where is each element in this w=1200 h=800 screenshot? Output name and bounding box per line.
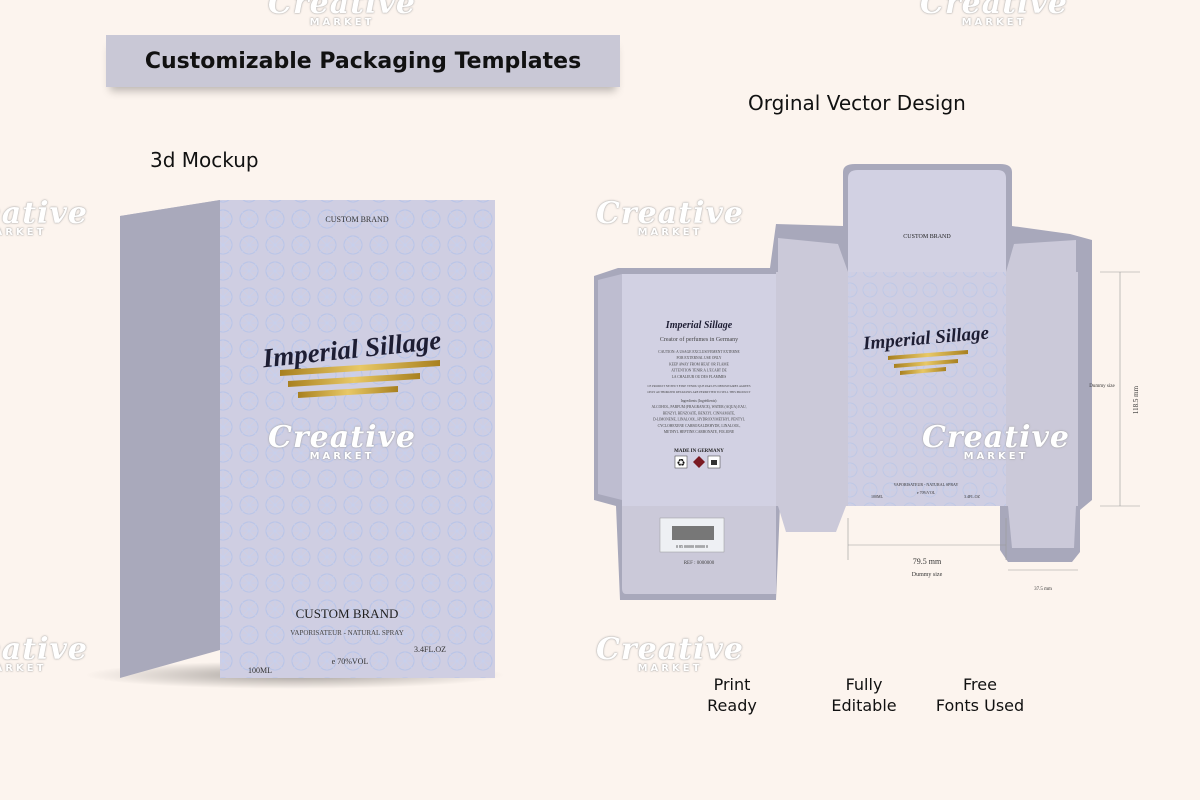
dim-depth: 37.5 mm (1034, 587, 1052, 592)
recycle-icons: ♻ (674, 455, 721, 469)
dim-width-note: Dummy size (912, 572, 943, 578)
dim-height-note: Dummy size (1089, 384, 1115, 389)
back-text-line: KEEP AWAY FROM HEAT OR FLAME (669, 362, 729, 366)
svg-text:♻: ♻ (677, 458, 686, 469)
back-text-line: ATTENTION TENIR A L'ECART DE (671, 369, 727, 373)
box-side (120, 200, 220, 678)
back-text-line: ALCOHOL, PARFUM (FRAGRANCE), WATER (AQUA… (651, 405, 746, 410)
back-text-line: METHYL HEPTINE CARBONATE, FOLIONE (664, 430, 735, 435)
box-ml: 100ML (248, 666, 272, 675)
feature-line: Free (963, 675, 997, 694)
ref-number: REF : 0000000 (684, 561, 715, 566)
dimension-lines (847, 271, 1140, 571)
back-text-line: Ingredients (Ingrédients): (681, 399, 718, 403)
barcode-number: 0 85 00000 00000 0 (676, 544, 708, 549)
feature-line: Fully (845, 675, 883, 694)
back-text-line: ONLY AUTHORIZED RETAILERS ARE PERMITTED … (647, 390, 750, 394)
top-flap (848, 170, 1006, 272)
feature-line: Editable (831, 696, 897, 715)
vector-label: Orginal Vector Design (748, 91, 966, 115)
back-text-line: LA CHALEUR OU DES FLAMMES (672, 375, 727, 379)
back-text-line: FOR EXTERNAL USE ONLY (677, 356, 722, 360)
back-text-lines: CAUTION: A USAGE EXCLUSIVEMENT EXTERNE FO… (647, 350, 750, 435)
feature-line: Print (713, 675, 751, 694)
front-spray: VAPORISATEUR - NATURAL SPRAY (894, 482, 959, 487)
box-brand-bottom: CUSTOM BRAND (296, 606, 399, 621)
box-vol: e 70%VOL (332, 657, 369, 666)
front-oz: 3.4FL.OZ (964, 494, 981, 499)
box-mockup: CUSTOM BRAND Imperial Sillage CUSTOM BRA… (85, 200, 505, 689)
top-flap-brand: CUSTOM BRAND (903, 234, 951, 240)
gold-stripes (280, 360, 440, 398)
back-subtitle: Creator of perfumes in Germany (660, 336, 738, 343)
title-banner: Customizable Packaging Templates (106, 35, 620, 87)
back-text-line: CYCLOHEXENE CARBOXALDEHYDE, LINALOOL, (658, 424, 741, 429)
made-in: MADE IN GERMANY (674, 449, 724, 454)
dim-width: 79.5 mm (913, 557, 942, 566)
box-spray: VAPORISATEUR - NATURAL SPRAY (290, 629, 404, 637)
dieline: CUSTOM BRAND Imperial Sillage Creator of… (594, 164, 1140, 600)
back-text-line: BENZYL BENZOATE, BENZYL CINNAMATE, (663, 411, 735, 416)
box-top-brand: CUSTOM BRAND (325, 215, 388, 224)
dim-height: 118.5 mm (1132, 385, 1140, 414)
back-text-line: CE PRODUIT NE PEUT ETRE VENDU QUE PAR LE… (648, 384, 751, 388)
feature-free-fonts: Free Fonts Used (925, 674, 1035, 716)
feature-fully-editable: Fully Editable (822, 674, 906, 716)
box-oz: 3.4FL.OZ (414, 645, 446, 654)
feature-line: Ready (707, 696, 757, 715)
page-title: Customizable Packaging Templates (144, 48, 582, 74)
back-text-line: CAUTION: A USAGE EXCLUSIVEMENT EXTERNE (658, 350, 740, 354)
front-vol: e 70%VOL (917, 490, 936, 495)
back-text-line: D-LIMONENE, LINALOOL, HYDROXYMETHYL PENT… (653, 418, 745, 423)
feature-print-ready: Print Ready (690, 674, 774, 716)
back-name: Imperial Sillage (665, 320, 733, 331)
feature-line: Fonts Used (935, 696, 1025, 715)
front-ml: 100ML (871, 494, 884, 499)
mockup-label: 3d Mockup (150, 148, 259, 172)
